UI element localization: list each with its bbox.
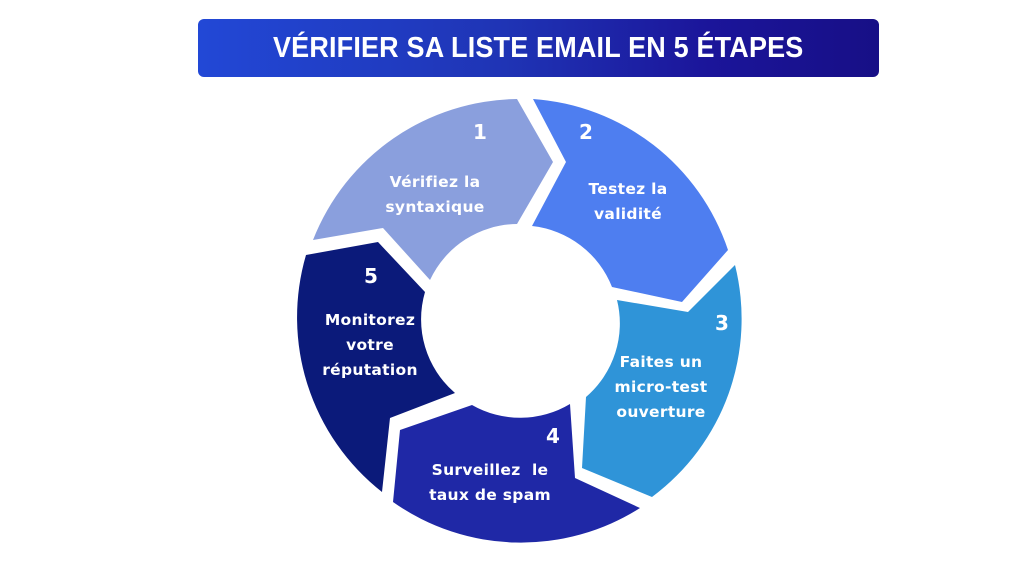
step-5-number: 5 bbox=[364, 264, 378, 288]
step-5-label: Monitorez votre réputation bbox=[322, 311, 418, 379]
step-5-segment bbox=[297, 242, 455, 492]
step-3-segment bbox=[582, 265, 742, 497]
title-banner: VÉRIFIER SA LISTE EMAIL EN 5 ÉTAPES bbox=[198, 19, 879, 77]
step-2-segment bbox=[532, 99, 728, 302]
step-4-segment bbox=[393, 404, 640, 543]
step-1-number: 1 bbox=[473, 120, 487, 144]
diagram-title: VÉRIFIER SA LISTE EMAIL EN 5 ÉTAPES bbox=[273, 31, 804, 64]
step-2-number: 2 bbox=[579, 120, 593, 144]
step-3-label: Faites un micro-test ouverture bbox=[614, 353, 708, 421]
step-2-label: Testez la validité bbox=[588, 180, 668, 223]
step-4-number: 4 bbox=[546, 424, 560, 448]
step-1-label: Vérifiez la syntaxique bbox=[385, 173, 485, 216]
step-1-segment bbox=[313, 99, 553, 280]
step-3-number: 3 bbox=[715, 311, 729, 335]
step-4-label: Surveillez le taux de spam bbox=[429, 461, 551, 504]
